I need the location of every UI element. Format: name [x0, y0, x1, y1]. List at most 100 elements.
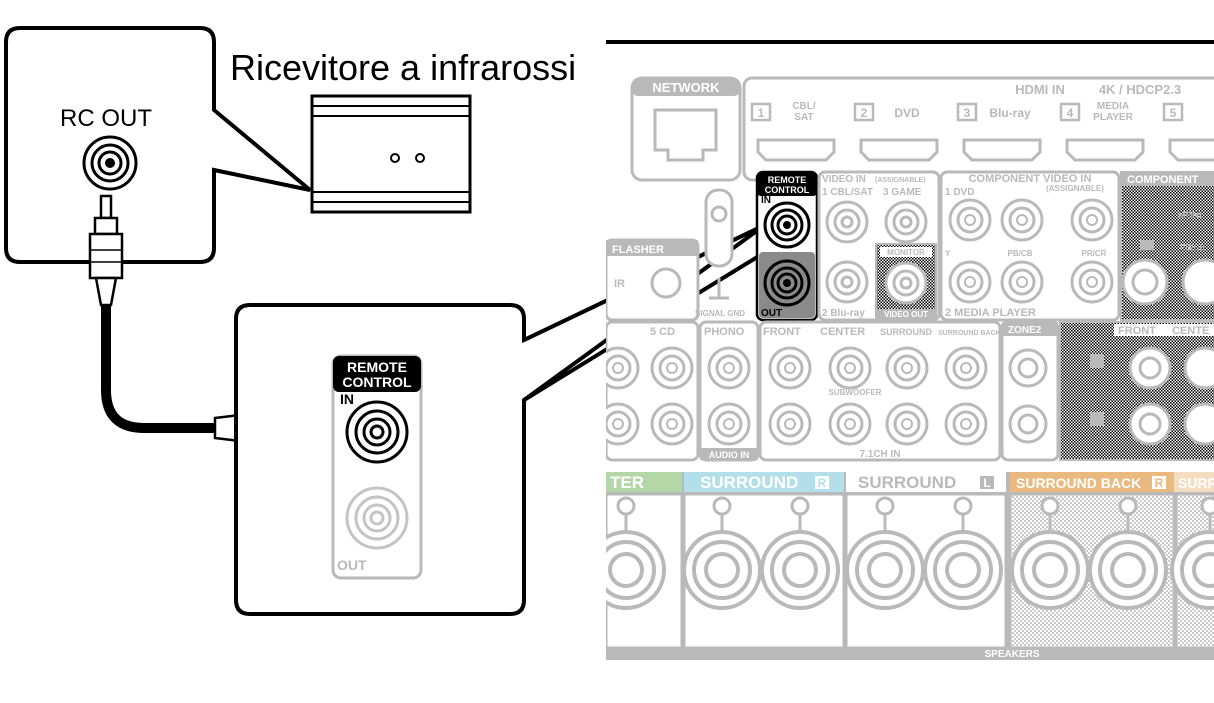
audio-in-jack-icon — [885, 346, 929, 390]
audio-in-jack-icon — [828, 402, 872, 446]
ir-led-icon — [415, 153, 425, 163]
component-monitor-jack-icon — [1181, 258, 1214, 306]
hdmi-port-number: 3 — [964, 106, 971, 120]
component-y-label: Y — [945, 249, 951, 258]
rc-out-jack-icon — [82, 135, 138, 191]
hdmi-port-label: DVD — [894, 106, 920, 120]
hdmi-connector-icon — [756, 138, 836, 162]
hdmi-connector-icon — [1065, 138, 1145, 162]
video-in-label: VIDEO IN — [822, 174, 866, 185]
monitor-right-label: MONI — [1178, 210, 1202, 220]
speakers-label: SPEAKERS — [984, 649, 1039, 660]
component-video-jack-icon — [948, 198, 992, 242]
component-video-jack-icon — [1000, 198, 1044, 242]
flasher-jack-icon — [650, 267, 682, 299]
rc-out-panel-jack-icon — [763, 259, 811, 307]
signal-gnd-label: SIGNAL GND — [695, 309, 745, 318]
ch71-in-label: 7.1CH IN — [859, 449, 900, 460]
sp-center-label: TER — [610, 473, 644, 492]
speaker-terminal-icon — [923, 496, 1003, 610]
component-video-jack-icon — [1070, 198, 1114, 242]
hdmi-port-label: CBL/SAT — [792, 101, 816, 123]
video-in-jack-icon — [825, 260, 869, 304]
speaker-terminal-icon — [606, 496, 666, 610]
surround-l-badge: L — [983, 476, 990, 490]
sp-surround-r-label: SURROUND — [700, 473, 798, 492]
component-pr-label: PR/CR — [1082, 249, 1107, 258]
center-right-label: CENTE — [1172, 325, 1209, 337]
center-speaker-header — [606, 472, 682, 492]
speaker-terminal-icon — [1088, 496, 1168, 610]
component-label: COMPONENT — [1127, 174, 1199, 186]
hdmi-port-number: 5 — [1170, 106, 1177, 120]
rc-header-line1: REMOTE — [768, 175, 807, 185]
video-out-jack-icon — [884, 261, 928, 305]
center-label: CENTER — [820, 326, 865, 338]
audio-in-jack-icon — [650, 402, 694, 446]
hdmi-connector-icon — [1168, 138, 1214, 162]
video-game-label: 3 GAME — [883, 187, 922, 198]
audio-in-jack-icon — [650, 346, 694, 390]
ir-led-icon — [390, 153, 400, 163]
flasher-label: FLASHER — [612, 244, 664, 256]
surround-r-badge: R — [818, 476, 827, 490]
component-pb-label: PB/CB — [1008, 249, 1033, 258]
speaker-terminal-icon — [845, 496, 925, 610]
audio-in-jack-icon — [606, 346, 640, 390]
zoom-out-label: OUT — [337, 557, 367, 573]
surround-label: SURROUND — [880, 327, 933, 337]
speaker-terminal-icon — [682, 496, 762, 610]
sp-surround-back-r-label: SURROUND BACK — [1016, 475, 1141, 491]
component-dvd-label: 1 DVD — [945, 187, 974, 198]
speaker-terminal-icon — [1010, 496, 1090, 610]
subwoofer-label: SUBWOOFER — [829, 388, 882, 397]
rc-header-line2: CONTROL — [765, 185, 810, 195]
hdmi-port-number: 4 — [1067, 106, 1074, 120]
video-in-jack-icon — [884, 200, 928, 244]
hdmi-port: 3 Blu-ray — [956, 102, 1042, 162]
hdmi-connector-icon — [859, 138, 939, 162]
rc-in-jack-icon — [763, 201, 811, 249]
pre-out-jack-icon — [1183, 402, 1214, 446]
network-label: NETWORK — [652, 80, 720, 95]
zoom-in-jack-icon — [345, 400, 409, 464]
zoom-out-jack-icon — [345, 486, 409, 550]
zoom-header-line1: REMOTE — [347, 359, 407, 375]
speaker-terminal-icon — [760, 496, 840, 610]
audio-in-label: AUDIO IN — [709, 450, 750, 460]
hdmi-port-label: Blu-ray — [989, 106, 1031, 120]
sp-surr-label: SURR — [1178, 475, 1214, 491]
audio-in-jack-icon — [768, 402, 812, 446]
hdmi-spec-label: 4K / HDCP2.3 — [1099, 82, 1181, 97]
device-callout-box — [4, 26, 312, 264]
speaker-terminal-icon — [1170, 496, 1214, 610]
audio-in-jack-icon — [768, 346, 812, 390]
audio-in-jack-icon — [885, 402, 929, 446]
zone2-label: ZONE2 — [1008, 325, 1042, 336]
video-out-label: VIDEO OUT — [884, 310, 928, 319]
component-media-player-label: 2 MEDIA PLAYER — [945, 307, 1036, 319]
audio-in-jack-icon — [707, 402, 751, 446]
video-cbl-sat-label: 1 CBL/SAT — [822, 187, 873, 198]
rc-out-label: RC OUT — [60, 105, 152, 132]
video-bluray-label: 2 Blu-ray — [822, 308, 865, 319]
ir-receiver-body — [310, 94, 472, 214]
cd-label: 5 CD — [650, 326, 675, 338]
rc-out-panel-label: OUT — [761, 308, 782, 319]
zoom-header-line2: CONTROL — [342, 374, 412, 390]
front-right-label: FRONT — [1118, 325, 1156, 337]
hdmi-connector-icon — [962, 138, 1042, 162]
component-assignable: (ASSIGNABLE) — [1046, 184, 1104, 193]
component-video-in-label: COMPONENT VIDEO IN — [969, 173, 1092, 185]
front-label: FRONT — [763, 326, 801, 338]
ir-receiver-label: Ricevitore a infrarossi — [230, 47, 576, 88]
signal-gnd-terminal-icon — [704, 188, 734, 268]
surround-back-r-header — [1010, 472, 1174, 492]
